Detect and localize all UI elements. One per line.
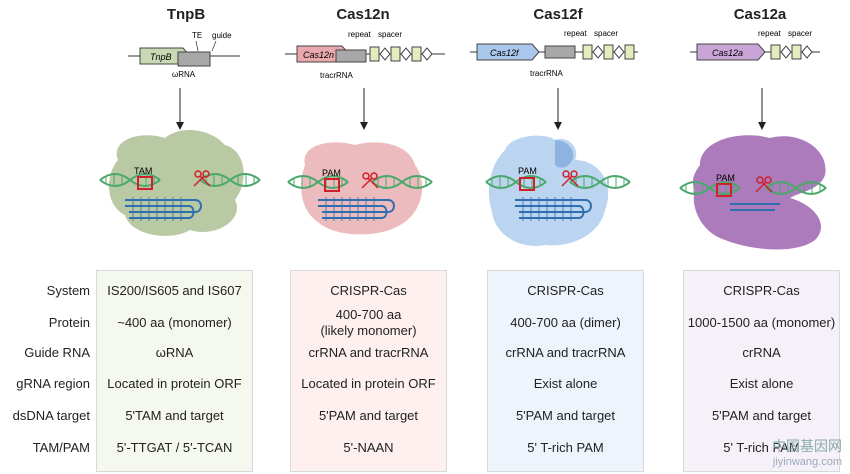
row-label-guide-rna: Guide RNA — [24, 345, 90, 360]
cas12f-gene-label: Cas12f — [490, 48, 520, 58]
cell-cas12n-protein-line2: (likely monomer) — [320, 323, 417, 338]
cas12a-gene-label: Cas12a — [712, 48, 743, 58]
cell-tnpb-tam-pam: 5'-TTGAT / 5'-TCAN — [116, 440, 233, 455]
cas12a-complex: PAM — [679, 135, 827, 250]
cas12n-gene-label: Cas12n — [303, 50, 334, 60]
panel-tnpb — [96, 270, 253, 472]
cell-cas12n-grna-region: Located in protein ORF — [301, 376, 436, 391]
tnpb-guide-label: guide — [212, 31, 232, 40]
watermark: 中国基因网 jiyinwang.com — [772, 436, 842, 468]
cell-cas12f-protein: 400-700 aa (dimer) — [510, 315, 621, 330]
row-label-dsdna-target: dsDNA target — [12, 408, 90, 423]
row-label-grna-region: gRNA region — [16, 376, 90, 391]
column-title-cas12a: Cas12a — [733, 6, 787, 23]
panel-cas12n — [290, 270, 447, 472]
tnpb-locus: TnpB TE guide ωRNA — [128, 31, 240, 79]
cas12f-complex: PAM — [485, 135, 631, 246]
cas12f-repeat-label: repeat — [564, 29, 587, 38]
cas12f-locus: Cas12f repeat spacer tracrRNA — [470, 29, 638, 78]
row-label-system: System — [46, 283, 90, 298]
cell-cas12n-tam-pam: 5'-NAAN — [343, 440, 394, 455]
cell-tnpb-protein: ~400 aa (monomer) — [117, 315, 232, 330]
column-title-cas12n: Cas12n — [336, 6, 390, 23]
cas12n-complex: PAM — [287, 142, 433, 235]
cas12f-pam-label: PAM — [518, 166, 537, 176]
panel-cas12f — [487, 270, 644, 472]
tnpb-omega-label: ωRNA — [172, 70, 196, 79]
tnpb-complex: TAM — [99, 129, 261, 236]
cas12n-pam-label: PAM — [322, 168, 341, 178]
cell-cas12n-dsdna-target: 5'PAM and target — [318, 408, 419, 423]
row-label-tam-pam: TAM/PAM — [32, 440, 90, 455]
watermark-line1: 中国基因网 — [772, 438, 842, 454]
tnpb-te-box — [177, 51, 211, 67]
cell-cas12f-dsdna-target: 5'PAM and target — [515, 408, 616, 423]
cas12n-spacer-label: spacer — [378, 30, 402, 39]
cell-tnpb-dsdna-target: 5'TAM and target — [125, 408, 224, 423]
column-title-tnpb: TnpB — [166, 6, 206, 23]
panel-cas12a — [683, 270, 840, 472]
row-label-protein: Protein — [48, 315, 90, 330]
cell-cas12a-guide-rna: crRNA — [742, 345, 781, 360]
cas12n-tracr-label: tracrRNA — [320, 71, 354, 80]
cell-cas12f-guide-rna: crRNA and tracrRNA — [505, 345, 626, 360]
cas12a-gene-arrow — [696, 43, 766, 61]
column-title-cas12f: Cas12f — [533, 6, 583, 23]
cas12a-spacer-label: spacer — [788, 29, 812, 38]
cell-cas12f-grna-region: Exist alone — [533, 376, 598, 391]
cell-cas12a-tam-pam: 5' T-rich PAM — [723, 440, 800, 455]
cell-cas12f-system: CRISPR-Cas — [527, 283, 604, 298]
cell-cas12n-protein: 400-700 aa — [335, 307, 402, 322]
cas12a-pam-label: PAM — [716, 173, 735, 183]
cas12a-repeat-label: repeat — [758, 29, 781, 38]
cell-cas12f-tam-pam: 5' T-rich PAM — [527, 440, 604, 455]
cell-tnpb-system: IS200/IS605 and IS607 — [107, 283, 242, 298]
cell-tnpb-grna-region: Located in protein ORF — [107, 376, 242, 391]
cas12f-spacer-label: spacer — [594, 29, 618, 38]
tnpb-te-label: TE — [192, 31, 202, 40]
tnpb-gene-label: TnpB — [150, 52, 172, 62]
cas12f-gene-arrow — [476, 43, 540, 61]
cell-cas12a-grna-region: Exist alone — [729, 376, 794, 391]
cas12a-locus: Cas12a repeat spacer — [690, 29, 820, 61]
cell-cas12n-guide-rna: crRNA and tracrRNA — [308, 345, 429, 360]
watermark-line2: jiyinwang.com — [772, 456, 842, 468]
cas12f-tracr-label: tracrRNA — [530, 69, 564, 78]
cell-cas12a-protein: 1000-1500 aa (monomer) — [687, 315, 836, 330]
cell-cas12a-dsdna-target: 5'PAM and target — [711, 408, 812, 423]
tnpb-tam-label: TAM — [134, 166, 152, 176]
cas12n-repeat-label: repeat — [348, 30, 371, 39]
cell-tnpb-guide-rna: ωRNA — [155, 345, 194, 360]
diagram-artwork: TnpB TE guide ωRNA TAM Cas12n repeat spa… — [99, 29, 827, 250]
cell-cas12a-system: CRISPR-Cas — [723, 283, 800, 298]
cell-cas12n-system: CRISPR-Cas — [330, 283, 407, 298]
cas12n-locus: Cas12n repeat spacer tracrRNA — [285, 30, 445, 80]
